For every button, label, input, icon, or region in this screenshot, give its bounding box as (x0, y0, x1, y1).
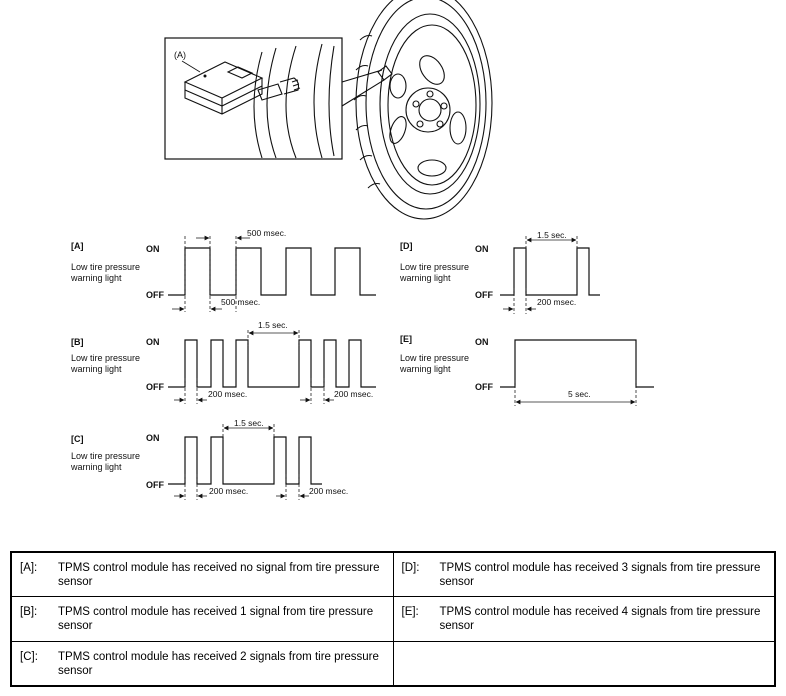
panel-e-subject-2: warning light (399, 364, 451, 374)
legend-text-c: TPMS control module has received 2 signa… (58, 650, 379, 677)
panel-d: [D] Low tire pressure warning light ON O… (399, 230, 600, 314)
legend-row: [C]: TPMS control module has received 2 s… (10, 640, 776, 687)
legend-key-b: [B]: (20, 606, 38, 619)
panel-a-waveform (168, 247, 376, 296)
legend-text-e: TPMS control module has received 4 signa… (439, 606, 761, 633)
panel-c-tag: [C] (71, 434, 84, 444)
panel-d-on-label: ON (475, 244, 489, 254)
panel-c: [C] Low tire pressure warning light ON O… (70, 418, 348, 500)
legend-row: [B]: TPMS control module has received 1 s… (10, 596, 776, 642)
panel-e-time-bottom: 5 sec. (568, 389, 591, 399)
legend-table: [A]: TPMS control module has received no … (10, 551, 776, 687)
panel-c-on-label: ON (146, 433, 160, 443)
panel-a-tag: [A] (71, 241, 84, 251)
panel-b-time-bottom-left: 200 msec. (208, 389, 247, 399)
panel-d-subject-1: Low tire pressure (400, 262, 469, 272)
panel-c-time-top: 1.5 sec. (234, 418, 264, 428)
legend-cell-b: [B]: TPMS control module has received 1 s… (10, 596, 394, 642)
panel-b-subject-2: warning light (70, 364, 122, 374)
tester-label: (A) (174, 50, 186, 60)
panel-b-time-bottom-right: 200 msec. (334, 389, 373, 399)
panel-c-waveform (168, 436, 322, 485)
legend-text-a: TPMS control module has received no sign… (58, 562, 380, 588)
panel-b-off-label: OFF (146, 382, 164, 392)
panel-a-subject-2: warning light (70, 273, 122, 283)
panel-d-waveform (500, 247, 600, 296)
panel-a-off-label: OFF (146, 290, 164, 300)
legend-cell-e: [E]: TPMS control module has received 4 s… (392, 596, 776, 642)
legend-cell-d: [D]: TPMS control module has received 3 s… (392, 551, 776, 598)
legend-cell-c: [C]: TPMS control module has received 2 s… (10, 640, 394, 687)
legend-text-d: TPMS control module has received 3 signa… (439, 562, 761, 588)
panel-e-waveform (500, 339, 654, 388)
panel-d-subject-2: warning light (399, 273, 451, 283)
panel-a-time-top: 500 msec. (247, 228, 286, 238)
panel-b-on-label: ON (146, 337, 160, 347)
panel-d-tag: [D] (400, 241, 413, 251)
panel-c-time-bottom-right: 200 msec. (309, 486, 348, 496)
panel-b-tag: [B] (71, 337, 84, 347)
tpms-tester-callout: (A) (164, 37, 343, 160)
panel-c-subject-2: warning light (70, 462, 122, 472)
panel-e-tag: [E] (400, 334, 412, 344)
panel-a-on-label: ON (146, 244, 160, 254)
panel-b: [B] Low tire pressure warning light ON O… (70, 320, 376, 404)
panel-a: [A] Low tire pressure warning light ON O… (70, 228, 376, 312)
panel-a-subject-1: Low tire pressure (71, 262, 140, 272)
legend-cell-empty (392, 640, 776, 687)
panel-e-off-label: OFF (475, 382, 493, 392)
panel-d-time-bottom: 200 msec. (537, 297, 576, 307)
legend-row: [A]: TPMS control module has received no … (10, 551, 776, 598)
panel-c-subject-1: Low tire pressure (71, 451, 140, 461)
panel-a-time-bottom: 500 msec. (221, 297, 260, 307)
legend-cell-a: [A]: TPMS control module has received no … (10, 551, 394, 598)
panel-d-time-top: 1.5 sec. (537, 230, 567, 240)
panel-c-off-label: OFF (146, 480, 164, 490)
wheel-illustration (341, 0, 493, 220)
legend-key-c: [C]: (20, 650, 38, 663)
panel-d-off-label: OFF (475, 290, 493, 300)
legend-key-d: [D]: (401, 562, 420, 574)
panel-c-time-bottom-left: 200 msec. (209, 486, 248, 496)
panel-b-waveform (168, 339, 376, 388)
panel-e-on-label: ON (475, 337, 489, 347)
legend-text-b: TPMS control module has received 1 signa… (58, 606, 374, 633)
panel-e: [E] Low tire pressure warning light ON O… (399, 334, 654, 406)
legend-key-e: [E]: (401, 606, 419, 619)
tpms-diagram: (A) [A] Low tire pressure warning light … (70, 0, 654, 500)
panel-b-time-top: 1.5 sec. (258, 320, 288, 330)
panel-e-subject-1: Low tire pressure (400, 353, 469, 363)
panel-b-subject-1: Low tire pressure (71, 353, 140, 363)
legend-key-a: [A]: (20, 562, 38, 574)
